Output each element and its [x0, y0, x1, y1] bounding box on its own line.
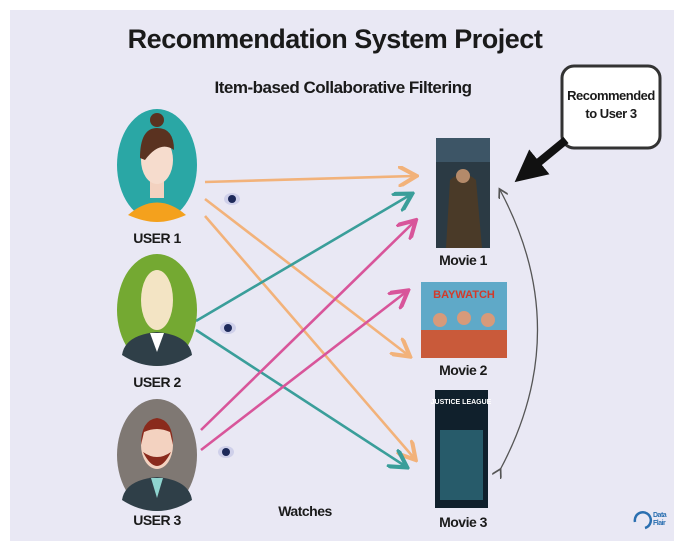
logo-text: Data Flair: [653, 512, 667, 527]
user3-label: USER 3: [133, 512, 181, 528]
eye-icon: [220, 322, 236, 334]
arrow-user3-movie2: [200, 292, 406, 452]
movie1-poster: [436, 138, 490, 248]
movie2-poster-title: BAYWATCH: [433, 289, 495, 301]
user1-label: USER 1: [133, 230, 181, 246]
callout-line2: to User 3: [585, 106, 637, 121]
page-title: Recommendation System Project: [127, 24, 543, 54]
callout-arrow: [514, 136, 569, 183]
similarity-arrow: [500, 190, 539, 470]
arrow-user3-movie1: [200, 222, 414, 431]
arrow-user2-movie1: [195, 195, 410, 323]
callout-line1: Recommended: [567, 88, 655, 103]
eye-icon: [218, 446, 234, 458]
user1-avatar: [117, 109, 197, 222]
callout-box: [560, 64, 662, 150]
watches-label: Watches: [278, 503, 332, 519]
movie3-label: Movie 3: [439, 514, 487, 530]
arrow-user2-movie3: [195, 328, 405, 466]
arrow-user1-movie1: [204, 176, 414, 182]
logo: [633, 511, 652, 530]
user3-avatar: [117, 399, 197, 511]
page-subtitle: Item-based Collaborative Filtering: [214, 78, 472, 97]
movie2-poster: BAYWATCH: [421, 282, 507, 358]
movie1-label: Movie 1: [439, 252, 487, 268]
movie3-poster-title: JUSTICE LEAGUE: [431, 399, 492, 406]
arrow-user1-movie3: [204, 215, 414, 458]
arrow-user1-movie2: [204, 197, 408, 355]
movie2-label: Movie 2: [439, 362, 487, 378]
movie3-poster: JUSTICE LEAGUE: [431, 390, 492, 508]
user2-label: USER 2: [133, 374, 181, 390]
eye-icon: [224, 193, 240, 205]
user2-avatar: [117, 254, 197, 366]
